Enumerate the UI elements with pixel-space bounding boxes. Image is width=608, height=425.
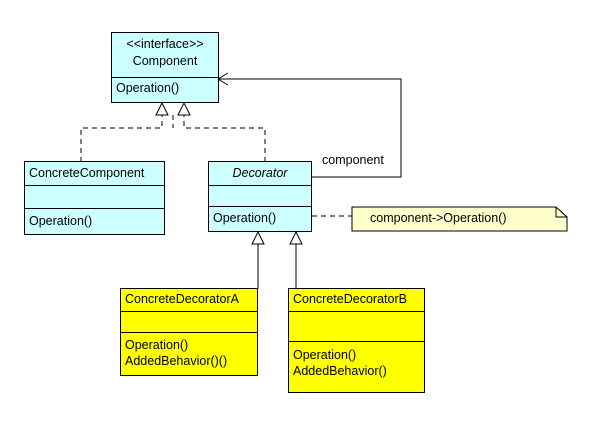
operations-compartment: Operation() [25, 208, 164, 234]
realization-arrowhead-right [177, 101, 191, 116]
class-name-compartment: ConcreteDecoratorB [289, 289, 424, 311]
operation: Operation() [293, 348, 357, 362]
operation: AddedBehavior() [293, 364, 387, 378]
realization-arrowhead-left [155, 101, 169, 116]
class-name-compartment: ConcreteComponent [25, 162, 164, 185]
operation: Operation() [29, 214, 93, 228]
component-operations: Operation() [112, 77, 218, 103]
class-name: ConcreteDecoratorB [293, 292, 407, 306]
class-name: Component [132, 54, 198, 68]
realization-decorator [183, 115, 266, 162]
note-shape [351, 206, 568, 232]
operations-compartment: Operation() AddedBehavior()() [121, 332, 257, 375]
decorator-class[interactable]: Decorator Operation() [208, 161, 312, 232]
attributes-compartment [25, 185, 164, 208]
stereotype-label: <<interface>> [126, 37, 204, 51]
operation: AddedBehavior()() [125, 354, 228, 368]
component-interface-class[interactable]: <<interface>> Component Operation() [111, 32, 219, 103]
note-fold [555, 207, 567, 218]
class-name: ConcreteComponent [29, 166, 145, 180]
attributes-compartment [209, 185, 311, 206]
attributes-compartment [289, 311, 424, 341]
class-name: Decorator [232, 166, 288, 180]
operations-compartment: Operation() [209, 206, 311, 231]
concrete-component-class[interactable]: ConcreteComponent Operation() [24, 161, 165, 235]
class-name-compartment: Decorator [209, 162, 311, 185]
operation: Operation() [213, 211, 277, 225]
generalization-a-arrowhead [251, 230, 265, 245]
operation: Operation() [125, 338, 189, 352]
concrete-decorator-a-class[interactable]: ConcreteDecoratorA Operation() AddedBeha… [120, 288, 258, 376]
operation: Operation() [116, 81, 180, 95]
operations-compartment: Operation() AddedBehavior() [289, 341, 424, 392]
realization-concrete-component [80, 115, 163, 162]
generalization-b-arrowhead [289, 230, 303, 245]
association-component [218, 78, 402, 178]
class-name: ConcreteDecoratorA [125, 292, 239, 306]
class-name-compartment: ConcreteDecoratorA [121, 289, 257, 311]
component-name-compartment: <<interface>> Component [112, 33, 218, 77]
note-text: component->Operation() [370, 211, 507, 225]
association-label: component [322, 153, 384, 167]
attributes-compartment [121, 311, 257, 332]
concrete-decorator-b-class[interactable]: ConcreteDecoratorB Operation() AddedBeha… [288, 288, 425, 393]
